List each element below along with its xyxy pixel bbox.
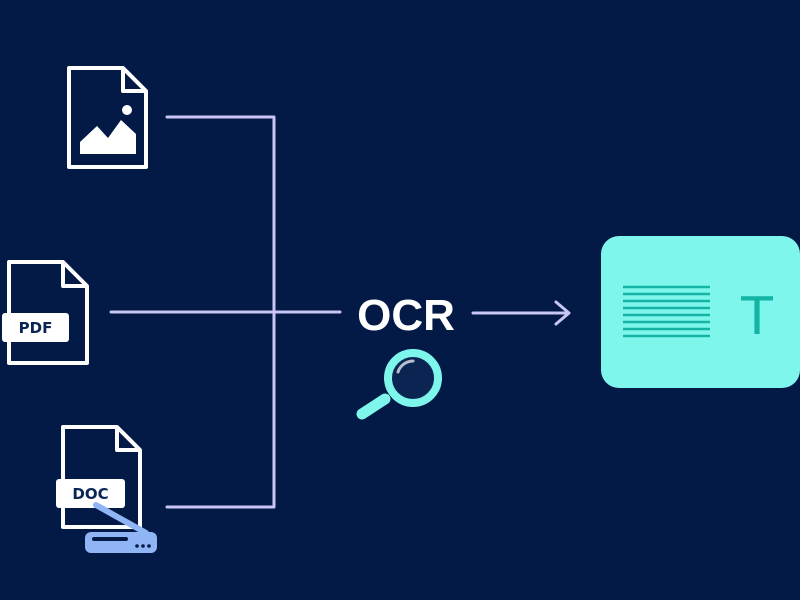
image-file-icon xyxy=(67,66,148,169)
pdf-file-icon: PDF xyxy=(2,260,89,365)
ocr-label: OCR xyxy=(357,291,455,340)
doc-label: DOC xyxy=(72,485,108,503)
text-document-icon: T xyxy=(601,236,800,388)
pdf-label-tag xyxy=(2,313,69,342)
doc-label-tag xyxy=(56,479,125,508)
scanner-icon xyxy=(85,502,157,553)
pdf-label: PDF xyxy=(19,319,53,337)
output-card xyxy=(601,236,800,388)
connector-output-arrow xyxy=(471,300,571,326)
text-lines xyxy=(623,285,710,338)
doc-file-icon: DOC xyxy=(56,425,142,529)
magnifier-icon xyxy=(356,349,442,420)
output-type-letter: T xyxy=(740,287,773,347)
connector-lines xyxy=(109,115,571,509)
